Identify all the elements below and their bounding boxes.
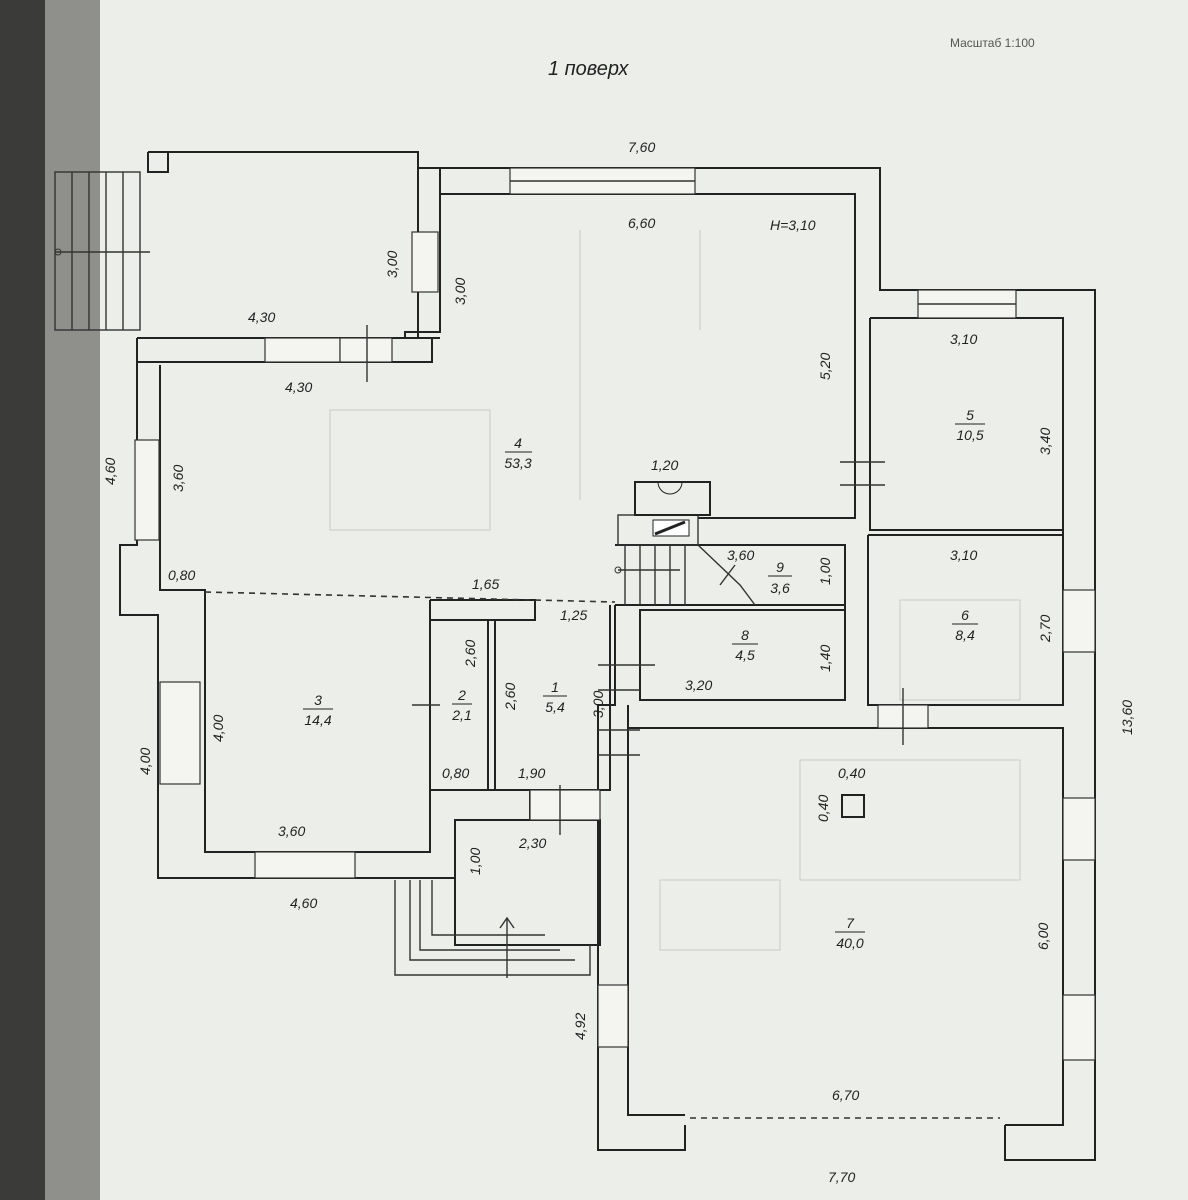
svg-text:1,25: 1,25 bbox=[560, 607, 587, 623]
scale-label: Масштаб 1:100 bbox=[950, 36, 1035, 50]
svg-text:4,92: 4,92 bbox=[572, 1013, 588, 1040]
svg-text:10,5: 10,5 bbox=[956, 427, 983, 443]
svg-text:6,70: 6,70 bbox=[832, 1087, 859, 1103]
svg-text:0,80: 0,80 bbox=[442, 765, 469, 781]
svg-text:4,30: 4,30 bbox=[285, 379, 312, 395]
svg-text:14,4: 14,4 bbox=[304, 712, 331, 728]
room-2-label: 2 2,1 bbox=[451, 687, 472, 723]
room-3-label: 3 14,4 bbox=[303, 692, 333, 728]
svg-text:0,40: 0,40 bbox=[838, 765, 865, 781]
faint-background-lines bbox=[329, 230, 1021, 951]
svg-text:7: 7 bbox=[846, 915, 855, 931]
svg-text:3,00: 3,00 bbox=[590, 691, 606, 718]
svg-text:7,70: 7,70 bbox=[828, 1169, 855, 1185]
svg-text:2,30: 2,30 bbox=[518, 835, 546, 851]
svg-text:4,60: 4,60 bbox=[102, 458, 118, 485]
svg-text:8: 8 bbox=[741, 627, 749, 643]
binding-shadow bbox=[0, 0, 45, 1200]
room-8-label: 8 4,5 bbox=[732, 627, 758, 663]
svg-text:5,4: 5,4 bbox=[545, 699, 565, 715]
svg-text:0,40: 0,40 bbox=[815, 795, 831, 822]
svg-text:1,65: 1,65 bbox=[472, 576, 499, 592]
column bbox=[841, 794, 865, 818]
room-5-label: 5 10,5 bbox=[955, 407, 985, 443]
svg-text:40,0: 40,0 bbox=[836, 935, 863, 951]
entrance-stairs bbox=[54, 171, 150, 331]
svg-text:2,60: 2,60 bbox=[502, 683, 518, 711]
svg-text:4,5: 4,5 bbox=[735, 647, 755, 663]
svg-text:6,00: 6,00 bbox=[1035, 923, 1051, 950]
svg-text:1,90: 1,90 bbox=[518, 765, 545, 781]
room-labels: 4 53,3 5 10,5 6 8,4 9 3,6 8 4,5 3 14,4 bbox=[303, 407, 985, 951]
svg-text:1,00: 1,00 bbox=[817, 558, 833, 585]
svg-text:4,60: 4,60 bbox=[290, 895, 317, 911]
internal-stair bbox=[614, 481, 756, 606]
svg-text:4,00: 4,00 bbox=[210, 715, 226, 742]
svg-text:3,10: 3,10 bbox=[950, 547, 977, 563]
dimension-labels: 7,60 6,60 4,30 4,30 3,00 3,00 5,20 4,60 … bbox=[102, 139, 1135, 1185]
svg-text:2,70: 2,70 bbox=[1037, 615, 1053, 643]
room-4-label: 4 53,3 bbox=[504, 435, 532, 471]
svg-text:2: 2 bbox=[457, 687, 466, 703]
svg-text:3,10: 3,10 bbox=[950, 331, 977, 347]
svg-text:6: 6 bbox=[961, 607, 969, 623]
dashed-lines bbox=[204, 591, 1000, 1119]
svg-text:5: 5 bbox=[966, 407, 974, 423]
svg-text:3,60: 3,60 bbox=[727, 547, 754, 563]
svg-text:3,60: 3,60 bbox=[170, 465, 186, 492]
room-1-label: 1 5,4 bbox=[543, 679, 567, 715]
svg-text:3: 3 bbox=[314, 692, 322, 708]
room-9-label: 9 3,6 bbox=[768, 559, 792, 596]
svg-text:3,60: 3,60 bbox=[278, 823, 305, 839]
svg-text:7,60: 7,60 bbox=[628, 139, 655, 155]
svg-text:3,6: 3,6 bbox=[770, 580, 790, 596]
svg-text:4,30: 4,30 bbox=[248, 309, 275, 325]
svg-text:3,40: 3,40 bbox=[1037, 428, 1053, 455]
door-marks bbox=[366, 325, 904, 978]
svg-text:4,00: 4,00 bbox=[137, 748, 153, 775]
svg-text:13,60: 13,60 bbox=[1119, 700, 1135, 735]
svg-text:9: 9 bbox=[776, 559, 784, 575]
svg-text:8,4: 8,4 bbox=[955, 627, 975, 643]
room-7-label: 7 40,0 bbox=[835, 915, 865, 951]
svg-text:1,00: 1,00 bbox=[467, 848, 483, 875]
svg-text:0,80: 0,80 bbox=[168, 567, 195, 583]
svg-text:53,3: 53,3 bbox=[504, 455, 531, 471]
svg-text:6,60: 6,60 bbox=[628, 215, 655, 231]
svg-text:3,00: 3,00 bbox=[384, 251, 400, 278]
height-mark: H=3,10 bbox=[770, 217, 816, 233]
svg-text:1,40: 1,40 bbox=[817, 645, 833, 672]
svg-text:2,60: 2,60 bbox=[462, 640, 478, 668]
svg-text:5,20: 5,20 bbox=[817, 353, 833, 380]
windows bbox=[134, 167, 1096, 1061]
plan-title: 1 поверх bbox=[548, 58, 629, 80]
svg-text:2,1: 2,1 bbox=[451, 707, 471, 723]
svg-text:1: 1 bbox=[551, 679, 559, 695]
svg-text:4: 4 bbox=[514, 435, 522, 451]
room-6-label: 6 8,4 bbox=[952, 607, 978, 643]
svg-text:3,20: 3,20 bbox=[685, 677, 712, 693]
svg-text:3,00: 3,00 bbox=[452, 278, 468, 305]
svg-text:1,20: 1,20 bbox=[651, 457, 678, 473]
